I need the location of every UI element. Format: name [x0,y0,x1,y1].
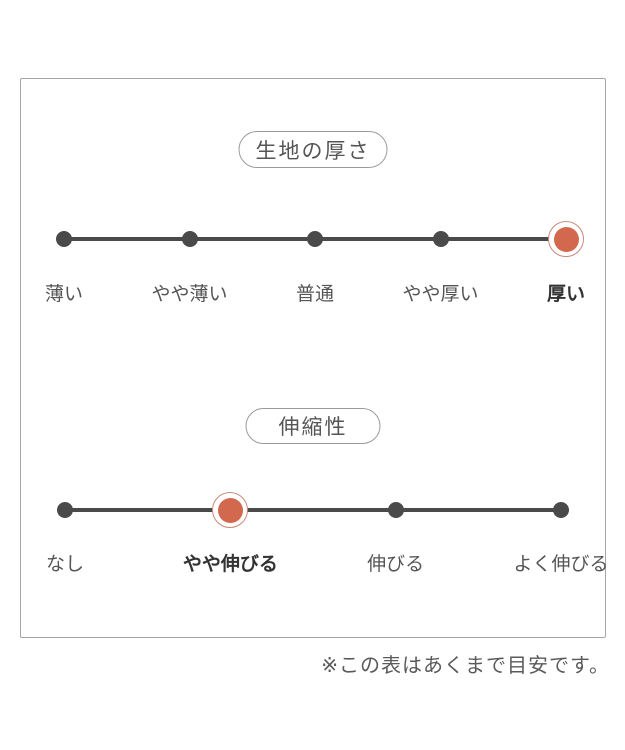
scale-title: 伸縮性 [278,416,348,439]
scale-tick-label: なし [45,554,84,575]
scale-point [307,231,323,247]
selected-marker-icon [217,497,243,523]
scale-point [432,231,449,247]
scale-point [181,231,198,247]
scale-tick-label: やや伸びる [182,554,278,575]
scale-tick-label: 薄い [44,284,83,305]
scale-tick-label: 普通 [295,284,334,305]
scale-point [553,502,569,518]
scale-point [387,502,404,518]
scale-track-line [65,508,561,512]
scale-point [57,502,73,518]
scale-title-badge-stretch: 伸縮性 [245,408,381,444]
disclaimer-note: ※この表はあくまで目安です。 [321,655,610,677]
scale-tick-label: 厚い [546,284,585,305]
scale-title-badge-fabric-thickness: 生地の厚さ [238,131,388,168]
scale-tick-label: よく伸びる [513,554,609,575]
scale-title: 生地の厚さ [255,139,371,163]
scale-point-selected [212,492,249,528]
scale-tick-label: やや厚い [402,284,479,305]
scale-tick-label: やや薄い [151,284,228,305]
scale-point [56,231,72,247]
selected-marker-icon [553,226,579,252]
scale-tick-label: 伸びる [367,554,425,575]
spec-chart-box: 生地の厚さ 伸縮性 薄い やや薄い 普通 やや厚い 厚いなし やや伸びる 伸びる よく伸びる [20,78,609,638]
scale-point-selected [548,221,584,257]
